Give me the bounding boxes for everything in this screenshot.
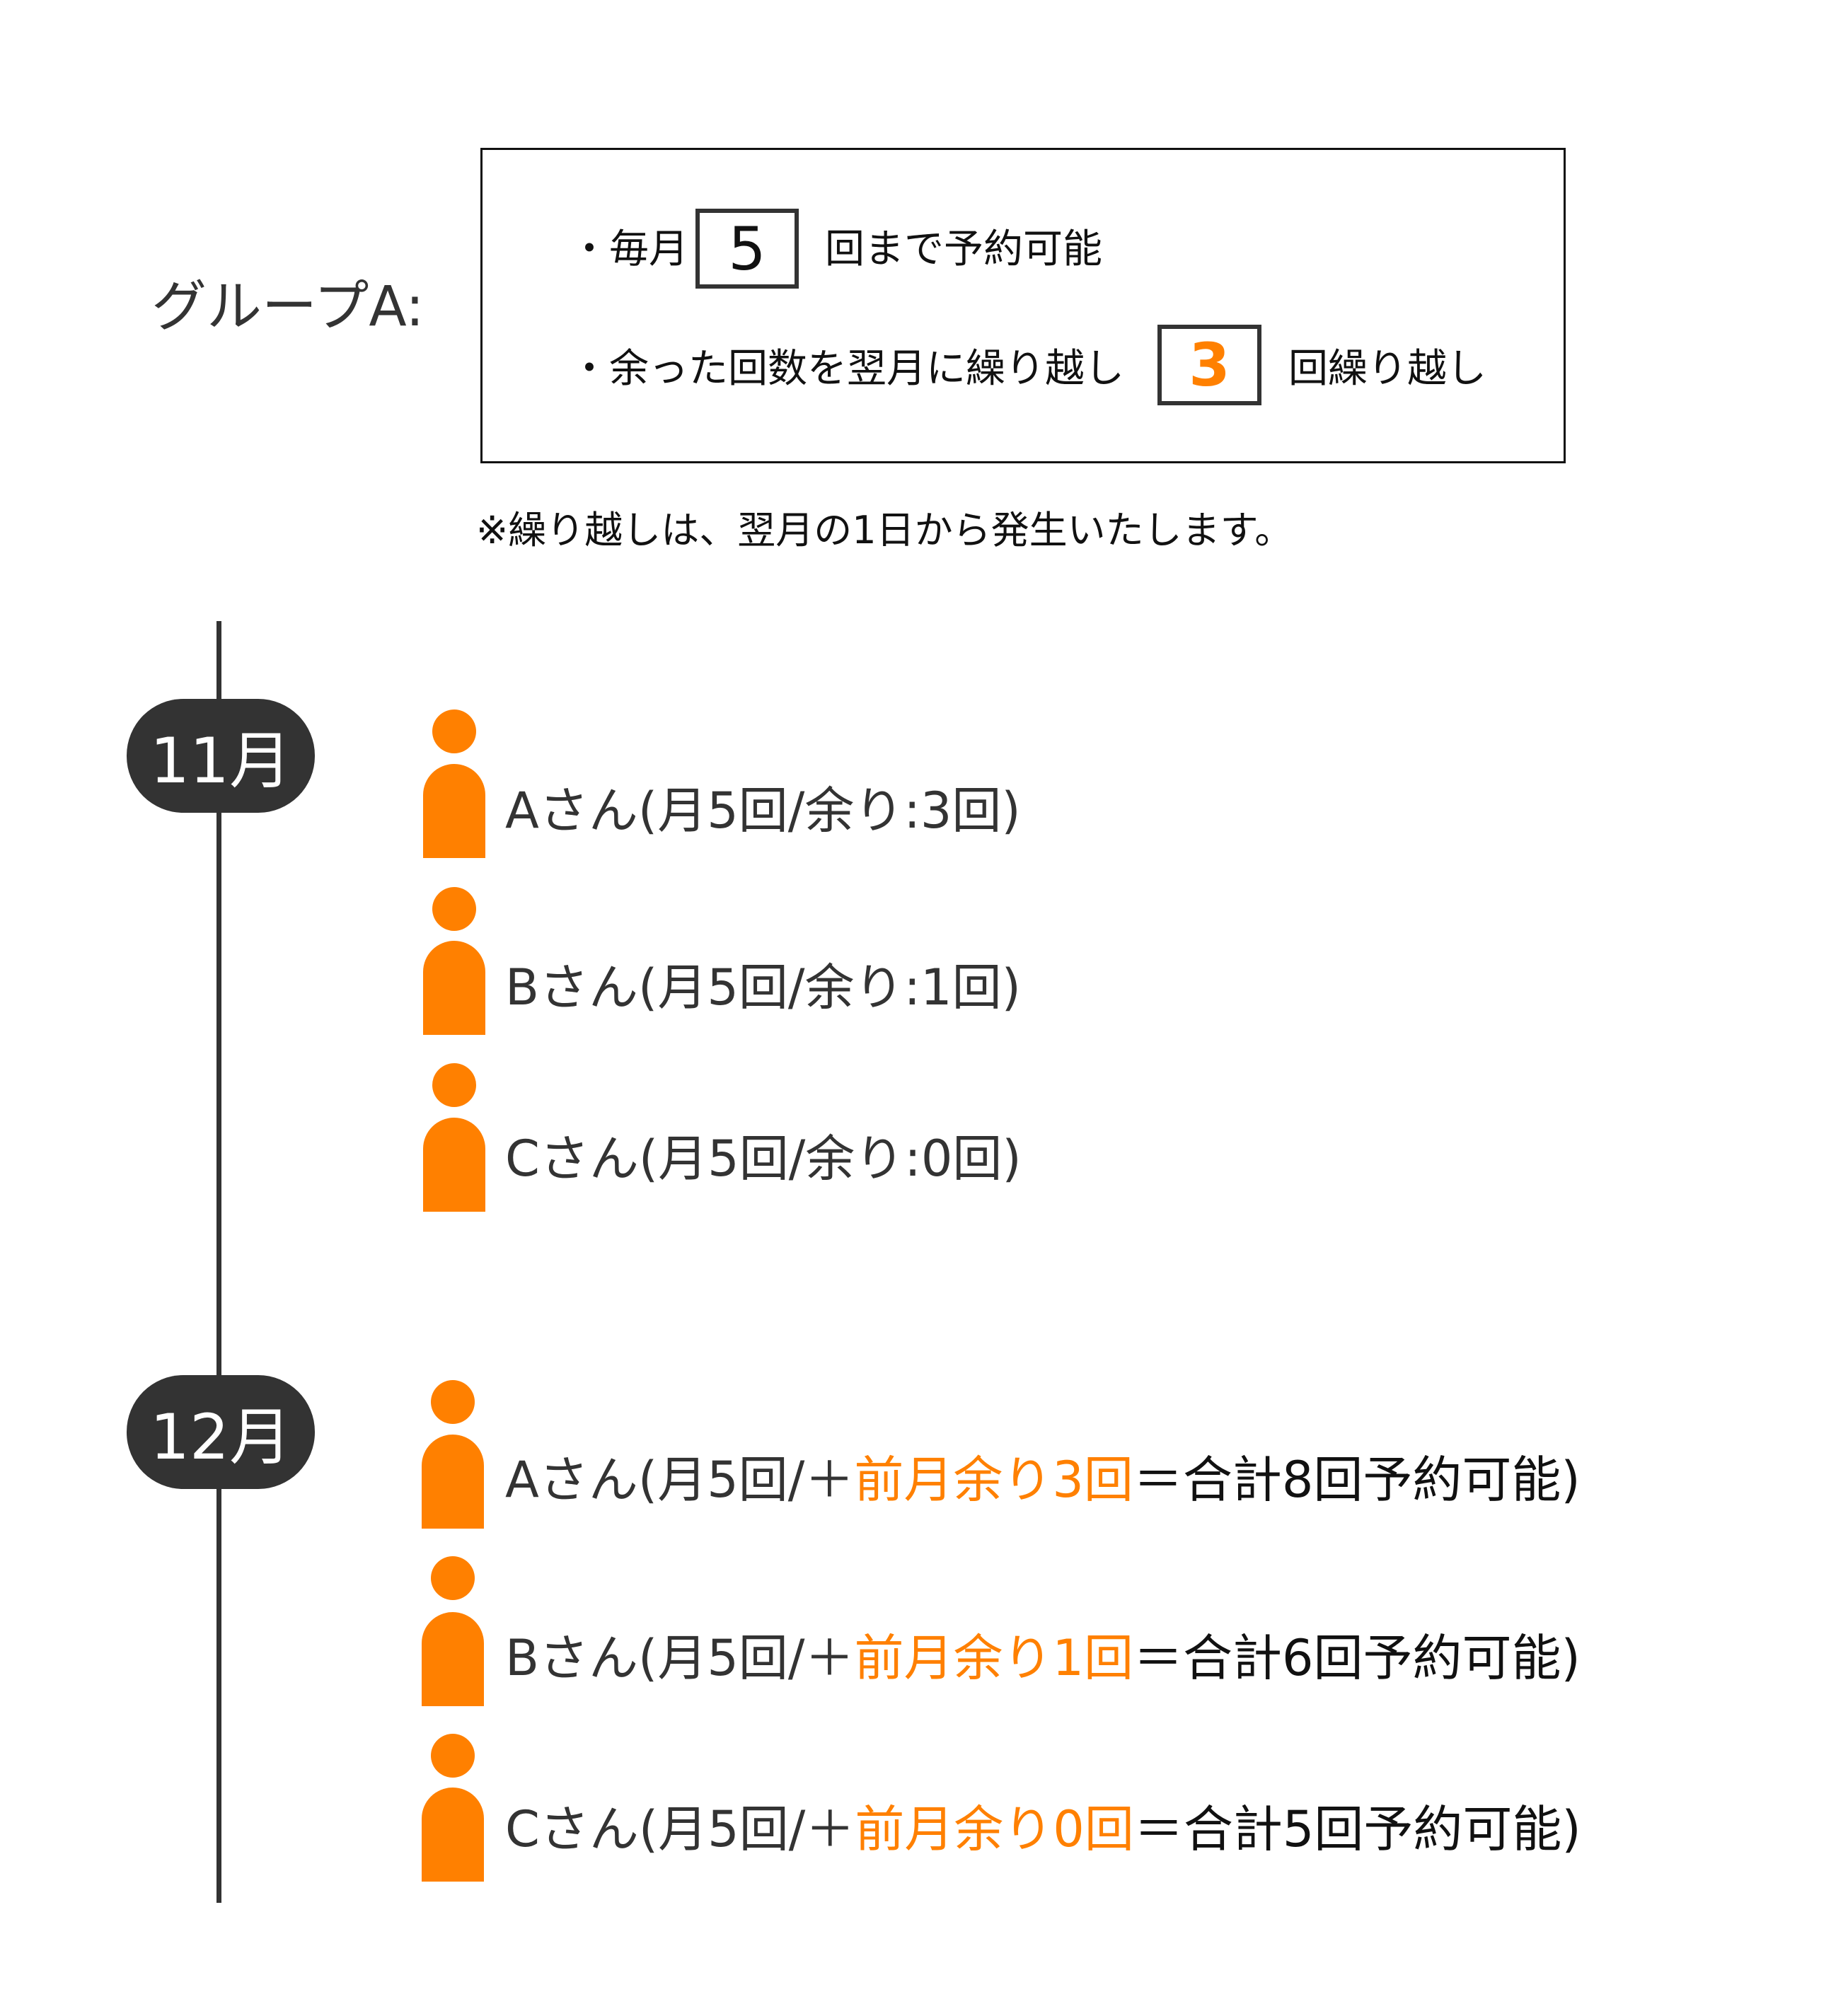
- carryover-value: 3: [1157, 325, 1261, 405]
- rule-monthly-prefix: ・毎月: [570, 226, 688, 272]
- person-icon-head: [431, 1734, 475, 1778]
- member-row-a-nov: Aさん(月5回/余り:3回): [505, 782, 1021, 840]
- rule-carryover-prefix: ・余った回数を翌月に繰り越し: [570, 346, 1124, 392]
- person-icon-body: [423, 764, 485, 858]
- row-carryover: 前月余り0回: [855, 1800, 1134, 1858]
- row-base: Aさん(月5回/＋: [505, 1451, 855, 1509]
- month-badge-november: 11月: [127, 699, 315, 813]
- person-icon-head: [432, 709, 476, 753]
- monthly-limit-value: 5: [695, 209, 799, 289]
- rule-monthly-suffix: 回まで予約可能: [825, 226, 1102, 272]
- timeline-line: [216, 621, 221, 1903]
- person-icon-body: [422, 1612, 484, 1706]
- rule-carryover-suffix: 回繰り越し: [1288, 346, 1486, 392]
- person-icon-head: [431, 1380, 475, 1424]
- member-row-c-dec: Cさん(月5回/＋前月余り0回＝合計5回予約可能): [505, 1797, 1581, 1861]
- person-icon-head: [432, 887, 476, 931]
- member-row-c-nov: Cさん(月5回/余り:0回): [505, 1130, 1022, 1188]
- person-icon-body: [422, 1788, 484, 1882]
- month-badge-december: 12月: [127, 1375, 315, 1489]
- rules-box: [480, 148, 1566, 463]
- group-title: グループA:: [151, 275, 424, 339]
- person-icon-body: [423, 1118, 485, 1212]
- person-icon-head: [431, 1556, 475, 1600]
- row-total: ＝合計5回予約可能): [1133, 1800, 1581, 1858]
- person-icon-body: [423, 941, 485, 1035]
- member-row-a-dec: Aさん(月5回/＋前月余り3回＝合計8回予約可能): [505, 1448, 1581, 1512]
- member-row-b-dec: Bさん(月5回/＋前月余り1回＝合計6回予約可能): [505, 1626, 1581, 1690]
- row-base: Bさん(月5回/＋: [505, 1629, 855, 1687]
- member-row-b-nov: Bさん(月5回/余り:1回): [505, 958, 1021, 1016]
- row-base: Cさん(月5回/＋: [505, 1800, 855, 1858]
- carryover-note: ※繰り越しは、翌月の1日から発生いたします。: [476, 508, 1293, 552]
- row-total: ＝合計6回予約可能): [1133, 1629, 1581, 1687]
- row-carryover: 前月余り1回: [854, 1629, 1133, 1687]
- person-icon-head: [432, 1063, 476, 1107]
- row-total: ＝合計8回予約可能): [1133, 1451, 1581, 1509]
- person-icon-body: [422, 1435, 484, 1529]
- row-carryover: 前月余り3回: [854, 1451, 1133, 1509]
